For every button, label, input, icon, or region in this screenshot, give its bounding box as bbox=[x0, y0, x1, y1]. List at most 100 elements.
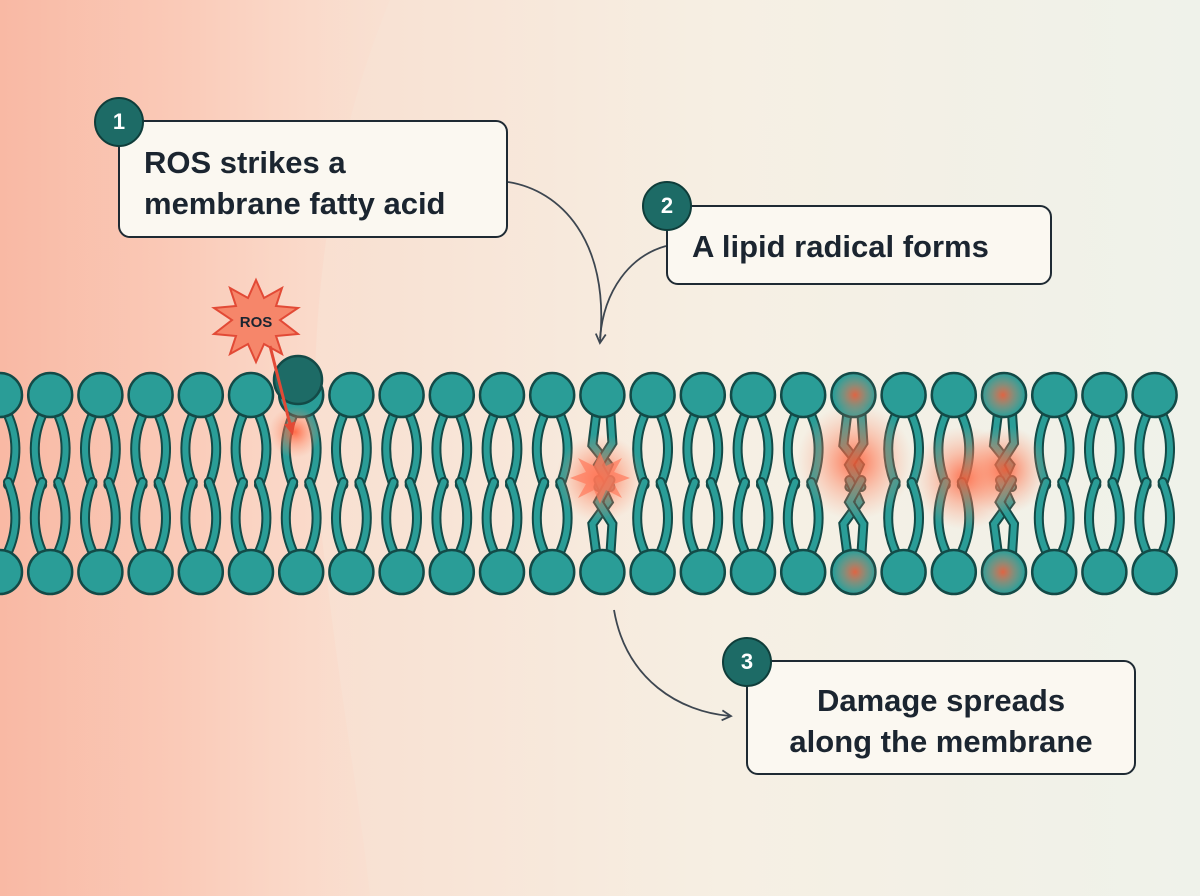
lipid-head bbox=[880, 548, 927, 596]
lipid-head bbox=[729, 548, 777, 596]
callout-step-1-text: ROS strikes a membrane fatty acid bbox=[144, 145, 446, 221]
lipid-head bbox=[579, 548, 626, 596]
lipid-head bbox=[378, 548, 425, 596]
ros-burst-icon bbox=[211, 277, 301, 365]
lipid-head bbox=[26, 371, 74, 419]
lipid-head bbox=[930, 371, 978, 419]
damage-glow bbox=[981, 550, 1025, 594]
lipid-tail bbox=[907, 479, 922, 557]
lipid-head bbox=[1030, 548, 1078, 596]
damage-glow bbox=[269, 406, 321, 458]
lipid-head bbox=[1030, 371, 1078, 419]
lipid-tail bbox=[433, 479, 448, 557]
lipid-head bbox=[579, 371, 626, 419]
ros-attack-arrow bbox=[268, 345, 296, 436]
lipid-tail bbox=[154, 479, 169, 557]
lipid-tail bbox=[104, 479, 119, 557]
lipid-head bbox=[328, 371, 375, 419]
lipid-tail bbox=[1158, 479, 1173, 557]
lipid-head bbox=[779, 371, 827, 419]
lipid-head bbox=[1131, 548, 1178, 596]
lipid-head bbox=[378, 371, 425, 419]
lipid-head bbox=[328, 548, 375, 596]
lipid-head bbox=[0, 548, 24, 596]
lipid-head bbox=[880, 371, 927, 419]
lipid-tail bbox=[1108, 479, 1123, 557]
lipid-head bbox=[227, 371, 275, 419]
lipid-head bbox=[177, 371, 225, 419]
callout-step-3-text: Damage spreads along the membrane bbox=[789, 683, 1093, 759]
lipid-head bbox=[428, 371, 476, 419]
lipid-head bbox=[629, 371, 676, 419]
radical-spark-icon bbox=[570, 452, 630, 504]
lipid-tail bbox=[706, 479, 722, 557]
lipid-tail bbox=[282, 479, 298, 557]
lipid-head bbox=[679, 371, 727, 419]
lipid-head bbox=[77, 548, 124, 596]
lipid-head bbox=[227, 548, 275, 596]
lipid-head bbox=[779, 548, 827, 596]
ros-burst: ROS bbox=[211, 277, 301, 436]
lipid-head bbox=[679, 548, 727, 596]
lipid-head bbox=[478, 548, 526, 596]
lipid-head bbox=[127, 548, 174, 596]
lipid-tail bbox=[734, 479, 749, 557]
damage-glow bbox=[961, 426, 1049, 514]
lipid-head bbox=[127, 371, 174, 419]
lipid-tail bbox=[182, 479, 197, 557]
lipid-tail bbox=[684, 479, 699, 557]
lipid-tail bbox=[1086, 479, 1101, 557]
lipid-head bbox=[428, 548, 476, 596]
lipid-head bbox=[729, 371, 777, 419]
lipid-tail bbox=[383, 479, 398, 557]
lipid-tail bbox=[31, 479, 47, 557]
lipid-head bbox=[930, 548, 978, 596]
lipid-tail bbox=[4, 479, 19, 557]
lipid-tail bbox=[757, 479, 772, 557]
struck-lipid-head bbox=[272, 354, 324, 406]
arrow-step1-to-membrane bbox=[507, 181, 607, 345]
arrow-step2-to-membrane bbox=[599, 245, 667, 339]
callout-step-2: A lipid radical forms bbox=[666, 205, 1052, 285]
lipid-tail bbox=[305, 479, 320, 557]
damage-glow bbox=[797, 404, 913, 520]
lipid-head bbox=[528, 548, 576, 596]
damage-glow bbox=[833, 550, 877, 594]
lipid-head bbox=[177, 548, 225, 596]
lipid-tail bbox=[82, 479, 97, 557]
lipid-tail bbox=[656, 479, 671, 557]
lipid-head bbox=[1081, 371, 1128, 419]
lipid-head bbox=[528, 371, 576, 419]
callout-step-3: Damage spreads along the membrane bbox=[746, 660, 1136, 775]
damage-glow bbox=[981, 373, 1025, 417]
step-3-badge: 3 bbox=[722, 637, 772, 687]
lipid-head bbox=[0, 371, 24, 419]
damage-glows bbox=[269, 373, 1049, 594]
lipid-tail bbox=[483, 479, 498, 557]
lipid-tail bbox=[355, 479, 370, 557]
lipid-head bbox=[1131, 371, 1178, 419]
step-2-badge: 2 bbox=[642, 181, 692, 231]
lipid-head bbox=[478, 371, 526, 419]
lipid-tail bbox=[533, 479, 549, 557]
lipid-tail bbox=[54, 479, 69, 557]
callout-step-2-text: A lipid radical forms bbox=[692, 229, 989, 264]
lipid-tail bbox=[255, 479, 270, 557]
callout-step-1: ROS strikes a membrane fatty acid bbox=[118, 120, 508, 238]
lipid-head bbox=[26, 548, 74, 596]
lipid-tail bbox=[1136, 479, 1151, 557]
lipid-head bbox=[1081, 548, 1128, 596]
connector-arrows bbox=[507, 181, 733, 722]
lipid-tail bbox=[132, 479, 147, 557]
ros-label: ROS bbox=[240, 314, 273, 331]
lipid-tail bbox=[405, 479, 420, 557]
lipid-tail bbox=[1058, 479, 1073, 557]
lipid-tail bbox=[333, 479, 348, 557]
arrow-membrane-to-step3 bbox=[613, 609, 733, 722]
lipid-head bbox=[77, 371, 124, 419]
step-1-badge: 1 bbox=[94, 97, 144, 147]
lipid-heads bbox=[0, 354, 1178, 596]
lipid-tail bbox=[232, 479, 247, 557]
damage-glow bbox=[833, 373, 877, 417]
